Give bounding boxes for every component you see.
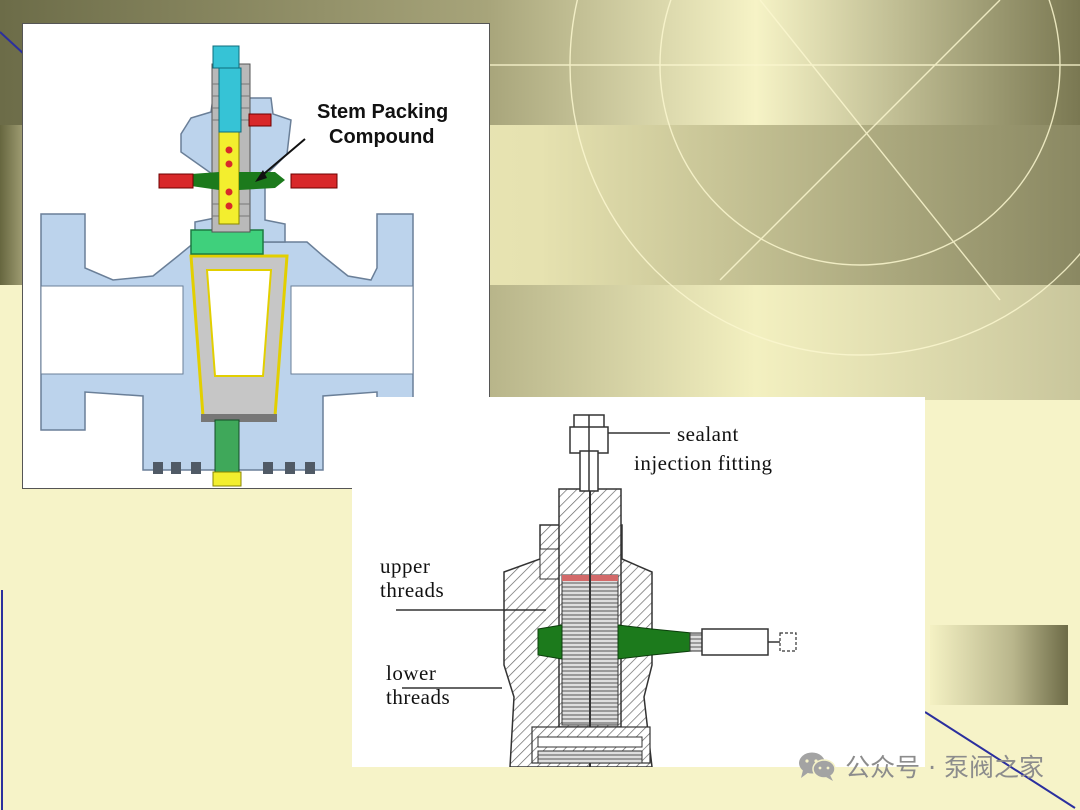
sealant-injection-drawing [396, 414, 797, 767]
sealant-label-line1: sealant [677, 422, 739, 446]
upper-threads-label-line1: upper [380, 554, 431, 578]
lower-threads-label-line1: lower [386, 661, 437, 685]
sealant-injection-figure: sealant injection fitting upper threads … [352, 397, 925, 767]
wechat-icon [799, 752, 836, 781]
upper-threads-label-line2: threads [380, 578, 445, 602]
valve-cross-section-figure: Stem Packing Compound [22, 23, 490, 489]
valve-cross-section-drawing [40, 45, 414, 487]
sealant-label-line2: injection fitting [634, 451, 773, 475]
watermark-text: 公众号 · 泵阀之家 [845, 753, 1044, 782]
lower-threads-label-line2: threads [386, 685, 451, 709]
stem-packing-label-line1: Stem Packing [317, 101, 449, 123]
watermark: 公众号 · 泵阀之家 [797, 748, 1044, 784]
stem-packing-label-line2: Compound [329, 126, 435, 148]
